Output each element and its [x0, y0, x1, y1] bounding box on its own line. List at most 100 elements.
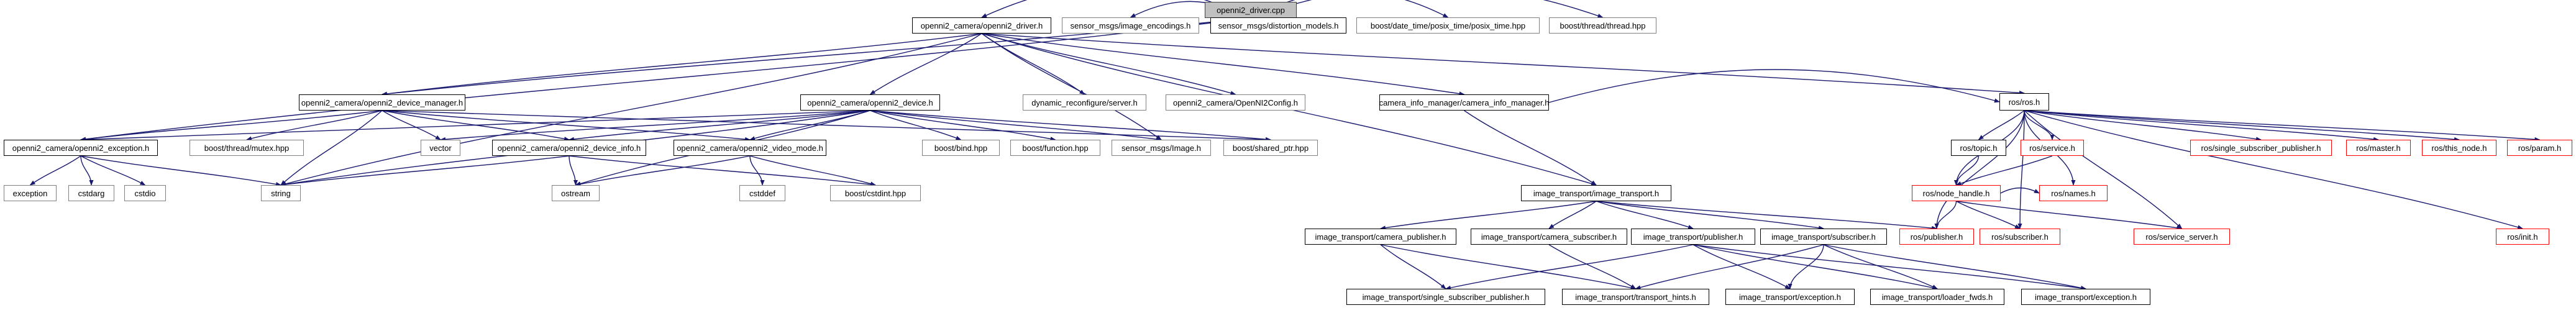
graph-edge-videomode-to-ostream: [575, 155, 751, 186]
graph-node-itsinglesubpub[interactable]: image_transport/single_subscriber_publis…: [1346, 289, 1545, 305]
graph-node-label: ros/service.h: [2029, 143, 2075, 153]
graph-node-cstdio[interactable]: cstdio: [124, 185, 166, 201]
graph-node-label: boost/function.hpp: [1022, 143, 1089, 153]
graph-node-label: ros/service_server.h: [2145, 232, 2218, 242]
graph-edge-rosnodehandle-to-rosserviceserver: [1956, 201, 2183, 230]
graph-node-function[interactable]: boost/function.hpp: [1010, 140, 1100, 156]
graph-node-sensorimage[interactable]: sensor_msgs/Image.h: [1112, 140, 1211, 156]
graph-node-label: image_transport/subscriber.h: [1771, 232, 1876, 242]
graph-edge-devmgr-to-videomode: [381, 110, 751, 142]
graph-node-label: openni2_camera/openni2_exception.h: [12, 143, 150, 153]
graph-node-rospublisher[interactable]: ros/publisher.h: [1899, 229, 1974, 245]
graph-node-label: boost/shared_ptr.hpp: [1232, 143, 1309, 153]
graph-edge-itpublisher-to-itloaderfwds: [1692, 244, 1938, 290]
graph-node-label: boost/cstdint.hpp: [844, 188, 907, 198]
graph-node-itloaderfwds[interactable]: image_transport/loader_fwds.h: [1870, 289, 2004, 305]
graph-node-bind[interactable]: boost/bind.hpp: [922, 140, 1000, 156]
graph-node-label: boost/thread/mutex.hpp: [204, 143, 290, 153]
graph-node-rossinglesubpub[interactable]: ros/single_subscriber_publisher.h: [2190, 140, 2332, 156]
graph-node-string[interactable]: string: [261, 185, 301, 201]
graph-node-devinfo[interactable]: openni2_camera/openni2_device_info.h: [492, 140, 646, 156]
graph-node-caminfomgr[interactable]: camera_info_manager/camera_info_manager.…: [1379, 94, 1549, 111]
graph-node-o2driver[interactable]: openni2_camera/openni2_driver.h: [912, 17, 1051, 34]
graph-node-label: camera_info_manager/camera_info_manager.…: [1379, 98, 1550, 107]
graph-node-label: ros/publisher.h: [1910, 232, 1963, 242]
graph-node-camerapublisher[interactable]: image_transport/camera_publisher.h: [1305, 229, 1456, 245]
graph-edge-devmgr-to-sharedptr: [381, 110, 1271, 142]
graph-edge-itpublisher-to-itexception1: [1692, 244, 1791, 289]
graph-node-label: ostream: [561, 188, 590, 198]
graph-node-o2exception[interactable]: openni2_camera/openni2_exception.h: [4, 140, 158, 156]
graph-node-label: image_transport/exception.h: [2034, 292, 2137, 302]
graph-node-label: openni2_camera/openni2_video_mode.h: [677, 143, 823, 153]
graph-node-rosinit[interactable]: ros/init.h: [2496, 229, 2549, 245]
graph-edge-devinfo-to-string: [280, 155, 570, 187]
graph-edge-rosros-to-rossinglesubpub: [2024, 110, 2262, 142]
graph-node-rosmaster[interactable]: ros/master.h: [2346, 140, 2411, 156]
graph-node-root[interactable]: openni2_driver.cpp: [1205, 2, 1297, 18]
graph-node-label: image_transport/camera_publisher.h: [1315, 232, 1446, 242]
graph-node-label: string: [271, 188, 291, 198]
graph-node-label: openni2_camera/openni2_driver.h: [920, 20, 1043, 30]
graph-node-cstdarg[interactable]: cstdarg: [68, 185, 114, 201]
graph-node-label: ros/init.h: [2507, 232, 2538, 242]
graph-node-rossubscriber[interactable]: ros/subscriber.h: [1980, 229, 2060, 245]
graph-node-ittransporthints[interactable]: image_transport/transport_hints.h: [1562, 289, 1709, 305]
graph-node-exception[interactable]: exception: [4, 185, 57, 201]
graph-node-itsubscriber[interactable]: image_transport/subscriber.h: [1760, 229, 1887, 245]
graph-edge-device-to-o2exception: [80, 110, 870, 142]
graph-edge-devinfo-to-ostream: [569, 155, 578, 186]
graph-edge-o2driver-to-device: [869, 33, 982, 95]
graph-node-rosnodehandle[interactable]: ros/node_handle.h: [1912, 185, 2001, 201]
graph-edge-o2exception-to-cstdio: [80, 155, 146, 186]
graph-node-label: boost/bind.hpp: [934, 143, 988, 153]
graph-node-itexception1[interactable]: image_transport/exception.h: [1725, 289, 1855, 305]
graph-node-distmodels[interactable]: sensor_msgs/distortion_models.h: [1210, 17, 1346, 34]
graph-node-vector[interactable]: vector: [421, 140, 460, 156]
graph-node-rosthisnode[interactable]: ros/this_node.h: [2422, 140, 2496, 156]
graph-node-rosros[interactable]: ros/ros.h: [1999, 93, 2049, 111]
graph-node-cstdint[interactable]: boost/cstdint.hpp: [830, 185, 921, 201]
graph-node-label: image_transport/image_transport.h: [1533, 188, 1660, 198]
graph-node-mutex[interactable]: boost/thread/mutex.hpp: [190, 140, 304, 156]
graph-edge-rosnodehandle-to-rospublisher: [1934, 201, 1957, 229]
graph-edge-device-to-sharedptr: [870, 110, 1271, 142]
graph-node-posixtime[interactable]: boost/date_time/posix_time/posix_time.hp…: [1356, 17, 1540, 34]
graph-node-label: image_transport/transport_hints.h: [1575, 292, 1696, 302]
graph-edge-rosservice-to-rosnodehandle: [1955, 155, 2053, 186]
graph-node-openni2config[interactable]: openni2_camera/OpenNI2Config.h: [1166, 94, 1305, 111]
graph-node-label: ros/subscriber.h: [1991, 232, 2048, 242]
graph-node-cstddef[interactable]: cstddef: [739, 185, 785, 201]
graph-node-label: boost/thread/thread.hpp: [1560, 20, 1646, 30]
graph-node-imgtransport[interactable]: image_transport/image_transport.h: [1521, 185, 1671, 201]
graph-edge-devmgr-to-o2exception: [80, 110, 383, 142]
graph-node-videomode[interactable]: openni2_camera/openni2_video_mode.h: [674, 140, 826, 156]
graph-node-rosserviceserver[interactable]: ros/service_server.h: [2134, 229, 2230, 245]
graph-node-label: image_transport/loader_fwds.h: [1881, 292, 1993, 302]
graph-node-camerasubscriber[interactable]: image_transport/camera_subscriber.h: [1471, 229, 1627, 245]
graph-node-rostopic[interactable]: ros/topic.h: [1951, 140, 2006, 156]
graph-node-rosservice[interactable]: ros/service.h: [2021, 140, 2084, 156]
graph-node-label: openni2_camera/openni2_device_info.h: [497, 143, 641, 153]
graph-edge-device-to-vector: [440, 110, 870, 142]
graph-node-dynserver[interactable]: dynamic_reconfigure/server.h: [1023, 94, 1146, 111]
graph-edge-o2driver-to-devmgr: [381, 33, 982, 96]
graph-edge-o2driver-to-openni2config: [981, 33, 1236, 96]
graph-node-device[interactable]: openni2_camera/openni2_device.h: [800, 94, 940, 111]
graph-node-label: ros/single_subscriber_publisher.h: [2201, 143, 2321, 153]
graph-node-rosnames[interactable]: ros/names.h: [2039, 185, 2108, 201]
graph-node-thread[interactable]: boost/thread/thread.hpp: [1549, 17, 1656, 34]
graph-node-itpublisher[interactable]: image_transport/publisher.h: [1631, 229, 1755, 245]
graph-node-rosparam[interactable]: ros/param.h: [2507, 140, 2572, 156]
graph-node-sharedptr[interactable]: boost/shared_ptr.hpp: [1223, 140, 1318, 156]
graph-node-devmgr[interactable]: openni2_camera/openni2_device_manager.h: [299, 94, 465, 111]
graph-edge-devmgr-to-devinfo: [381, 110, 570, 141]
graph-edge-o2exception-to-exception: [29, 155, 81, 186]
graph-node-label: sensor_msgs/Image.h: [1121, 143, 1201, 153]
graph-node-itexception2[interactable]: image_transport/exception.h: [2021, 289, 2150, 305]
graph-edge-root-to-o2exception: [80, 17, 1251, 142]
graph-edge-imgtransport-to-itsubscriber: [1596, 201, 1824, 230]
graph-edge-o2exception-to-string: [80, 155, 281, 187]
graph-node-ostream[interactable]: ostream: [552, 185, 600, 201]
graph-node-imgenc[interactable]: sensor_msgs/image_encodings.h: [1062, 17, 1199, 34]
